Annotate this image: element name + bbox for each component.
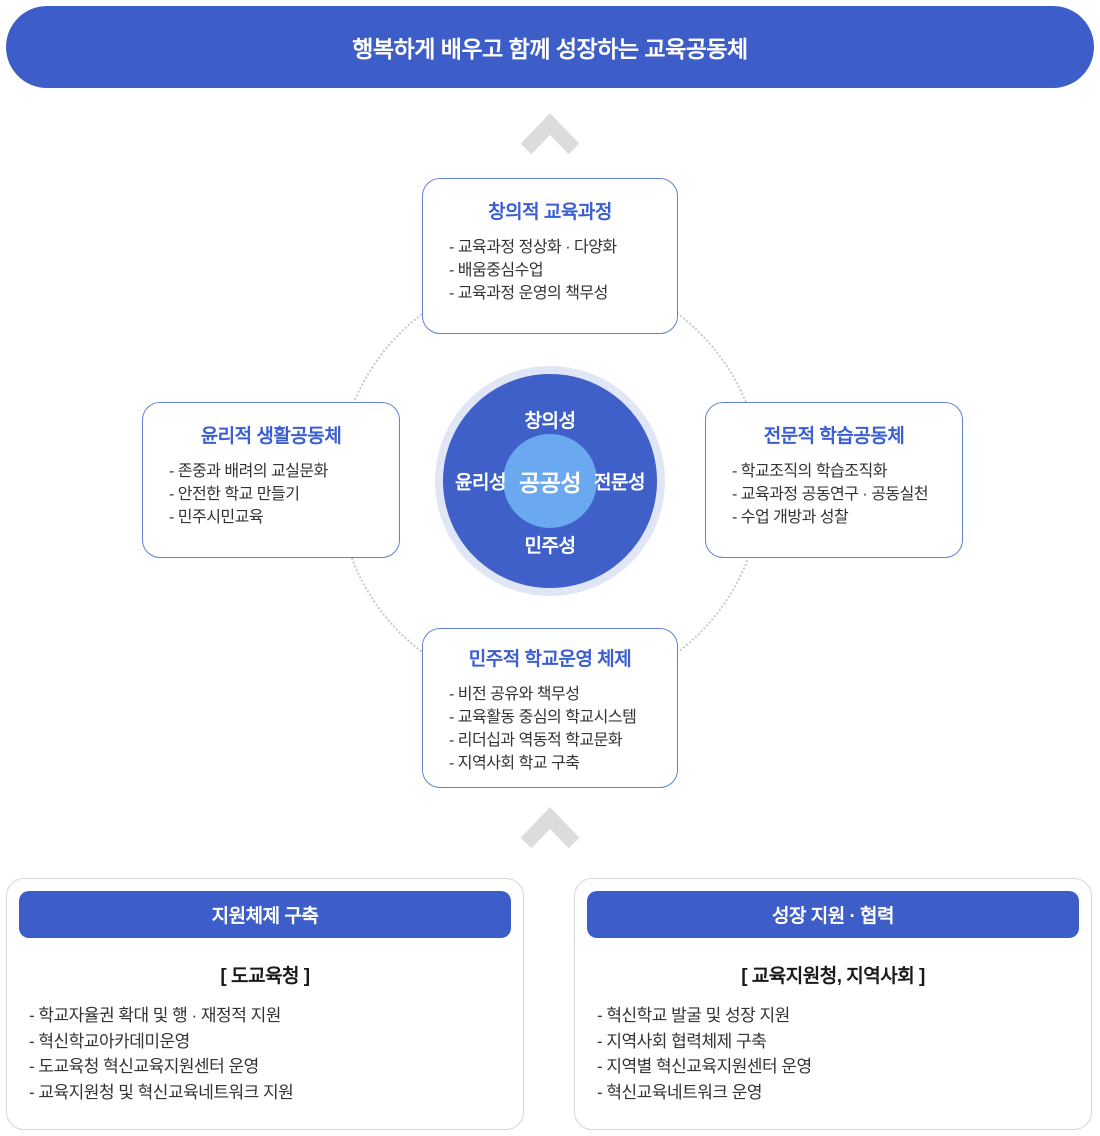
quadrant-title: 민주적 학교운영 체제 [468, 649, 632, 670]
list-item: - 지역별 혁신교육지원센터 운영 [597, 1057, 812, 1076]
quadrant-box-ethical-community: 윤리적 생활공동체 - 존중과 배려의 교실문화 - 안전한 학교 만들기 - … [142, 402, 400, 558]
quadrant-item-list: - 존중과 배려의 교실문화 - 안전한 학교 만들기 - 민주시민교육 [143, 460, 399, 529]
quadrant-item-list: - 학교조직의 학습조직화 - 교육과정 공동연구 · 공동실천 - 수업 개방… [706, 460, 962, 529]
support-header-label: 지원체제 구축 [211, 906, 319, 927]
support-item-list: - 혁신학교 발굴 및 성장 지원 - 지역사회 협력체제 구축 - 지역별 혁… [575, 1003, 1091, 1105]
list-item: - 교육활동 중심의 학교시스템 [449, 709, 637, 726]
list-item: - 도교육청 혁신교육지원센터 운영 [29, 1057, 259, 1076]
list-item: - 혁신학교아카데미운영 [29, 1031, 190, 1051]
list-item: - 학교자율권 확대 및 행 · 재정적 지원 [29, 1006, 281, 1025]
support-box-system-building: 지원체제 구축 [ 도교육청 ] - 학교자율권 확대 및 행 · 재정적 지원… [6, 878, 524, 1130]
list-item: - 비전 공유와 책무성 [449, 686, 580, 703]
support-item-list: - 학교자율권 확대 및 행 · 재정적 지원 - 혁신학교아카데미운영 - 도… [7, 1003, 523, 1105]
core-value-top: 창의성 [524, 411, 576, 432]
core-circle-center: 공공성 [503, 434, 597, 528]
list-item: - 민주시민교육 [169, 509, 264, 526]
core-value-bottom: 민주성 [524, 536, 576, 557]
list-item: - 교육과정 정상화 · 다양화 [449, 239, 617, 256]
chevron-up-icon [515, 112, 585, 156]
support-box-growth-cooperation: 성장 지원 · 협력 [ 교육지원청, 지역사회 ] - 혁신학교 발굴 및 성… [574, 878, 1092, 1130]
core-value-left: 윤리성 [455, 472, 506, 494]
list-item: - 교육과정 운영의 책무성 [449, 285, 608, 302]
list-item: - 수업 개방과 성찰 [732, 509, 849, 526]
core-circle: 창의성 윤리성 전문성 민주성 공공성 [435, 366, 665, 596]
chevron-up-icon [515, 806, 585, 850]
core-circle-dark: 창의성 윤리성 전문성 민주성 공공성 [443, 374, 657, 588]
support-header-label: 성장 지원 · 협력 [771, 906, 895, 927]
quadrant-title: 윤리적 생활공동체 [200, 426, 342, 447]
list-item: - 지역사회 협력체제 구축 [597, 1031, 767, 1051]
list-item: - 혁신학교 발굴 및 성장 지원 [597, 1006, 790, 1025]
support-box-header: 성장 지원 · 협력 [587, 891, 1079, 938]
core-value-center: 공공성 [519, 470, 581, 496]
banner: 행복하게 배우고 함께 성장하는 교육공동체 [6, 6, 1094, 88]
support-box-subtitle: [ 교육지원청, 지역사회 ] [741, 966, 925, 987]
quadrant-box-creative-curriculum: 창의적 교육과정 - 교육과정 정상화 · 다양화 - 배움중심수업 - 교육과… [422, 178, 678, 334]
core-value-right: 전문성 [594, 472, 645, 494]
banner-title: 행복하게 배우고 함께 성장하는 교육공동체 [352, 36, 748, 62]
list-item: - 지역사회 학교 구축 [449, 755, 580, 772]
list-item: - 리더십과 역동적 학교문화 [449, 732, 623, 749]
list-item: - 존중과 배려의 교실문화 [169, 463, 328, 480]
quadrant-item-list: - 교육과정 정상화 · 다양화 - 배움중심수업 - 교육과정 운영의 책무성 [423, 236, 677, 305]
list-item: - 학교조직의 학습조직화 [732, 463, 887, 480]
quadrant-box-democratic-school: 민주적 학교운영 체제 - 비전 공유와 책무성 - 교육활동 중심의 학교시스… [422, 628, 678, 788]
list-item: - 혁신교육네트워크 운영 [597, 1082, 763, 1102]
list-item: - 안전한 학교 만들기 [169, 486, 300, 503]
quadrant-item-list: - 비전 공유와 책무성 - 교육활동 중심의 학교시스템 - 리더십과 역동적… [423, 683, 677, 775]
quadrant-title: 창의적 교육과정 [488, 202, 612, 223]
support-box-header: 지원체제 구축 [19, 891, 511, 938]
support-box-subtitle: [ 도교육청 ] [220, 966, 310, 987]
list-item: - 교육과정 공동연구 · 공동실천 [732, 486, 929, 503]
list-item: - 배움중심수업 [449, 262, 544, 279]
quadrant-box-professional-learning: 전문적 학습공동체 - 학교조직의 학습조직화 - 교육과정 공동연구 · 공동… [705, 402, 963, 558]
list-item: - 교육지원청 및 혁신교육네트워크 지원 [29, 1082, 294, 1102]
quadrant-title: 전문적 학습공동체 [763, 426, 905, 447]
